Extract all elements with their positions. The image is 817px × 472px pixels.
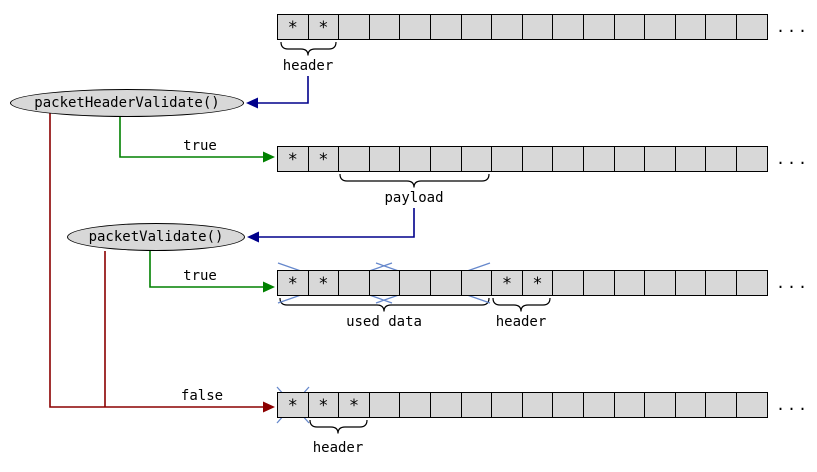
byte-cell xyxy=(429,146,462,172)
label-false: false xyxy=(180,388,224,404)
byte-cell xyxy=(613,14,646,40)
byte-cell xyxy=(429,392,462,418)
brace-used-data-row3 xyxy=(279,297,490,312)
byte-cell xyxy=(705,392,737,418)
byte-cell xyxy=(705,270,737,296)
byte-cell xyxy=(368,392,401,418)
byte-cell: * xyxy=(307,146,340,172)
byte-cell xyxy=(674,146,707,172)
label-payload-row2: payload xyxy=(384,190,444,206)
byte-cell xyxy=(552,14,584,40)
arrowhead-right-icon xyxy=(263,151,275,163)
byte-cell xyxy=(460,14,493,40)
ellipsis: ... xyxy=(776,274,810,292)
byte-cell xyxy=(460,270,493,296)
validator-packet-validate: packetValidate() xyxy=(67,223,245,251)
brace-header-row4 xyxy=(309,419,368,434)
byte-cell xyxy=(705,146,737,172)
byte-cell xyxy=(644,14,676,40)
edge-payload-to-packet-validator xyxy=(259,208,415,238)
byte-cell xyxy=(521,392,554,418)
byte-cell xyxy=(491,392,523,418)
byte-cell xyxy=(552,270,584,296)
brace-payload-row2 xyxy=(339,173,490,188)
ellipsis: ... xyxy=(776,18,810,36)
label-header-row1: header xyxy=(282,58,334,74)
byte-cell xyxy=(460,392,493,418)
byte-cell: * xyxy=(277,146,309,172)
byte-cell xyxy=(399,392,431,418)
byte-cell: * xyxy=(491,270,523,296)
byte-cell xyxy=(552,146,584,172)
byte-cell xyxy=(644,146,676,172)
label-header-row4: header xyxy=(312,440,364,456)
byte-cell xyxy=(491,14,523,40)
byte-cell xyxy=(582,14,615,40)
byte-cell xyxy=(613,392,646,418)
byte-cell xyxy=(368,146,401,172)
ellipsis: ... xyxy=(776,150,810,168)
label-true-2: true xyxy=(183,268,217,284)
brace-header-row3 xyxy=(492,297,551,312)
validator-label: packetHeaderValidate() xyxy=(34,95,220,111)
byte-cell xyxy=(399,146,431,172)
arrowhead-right-icon xyxy=(263,281,275,293)
byte-cell xyxy=(338,270,370,296)
byte-cell xyxy=(705,14,737,40)
edge-header-to-header-validator xyxy=(258,76,309,104)
byte-cell xyxy=(582,270,615,296)
packet-row-3: **** xyxy=(277,270,768,296)
packet-row-2: ** xyxy=(277,146,768,172)
arrowhead-left-icon xyxy=(247,231,259,243)
validator-label: packetValidate() xyxy=(88,229,224,245)
edge-false-to-row4 xyxy=(49,113,263,408)
byte-cell xyxy=(735,270,768,296)
byte-cell xyxy=(674,270,707,296)
byte-cell xyxy=(521,14,554,40)
byte-cell: * xyxy=(521,270,554,296)
byte-cell xyxy=(582,146,615,172)
byte-cell: * xyxy=(338,392,370,418)
byte-cell xyxy=(399,270,431,296)
byte-cell xyxy=(460,146,493,172)
byte-cell: * xyxy=(307,392,340,418)
byte-cell xyxy=(338,14,370,40)
arrowhead-right-icon xyxy=(263,401,275,413)
byte-cell xyxy=(491,146,523,172)
byte-cell xyxy=(613,270,646,296)
byte-cell xyxy=(552,392,584,418)
byte-cell xyxy=(429,14,462,40)
byte-cell xyxy=(644,392,676,418)
byte-cell: * xyxy=(277,270,309,296)
byte-cell: * xyxy=(307,270,340,296)
byte-cell: * xyxy=(277,392,309,418)
label-true-1: true xyxy=(183,138,217,154)
packet-row-4: *** xyxy=(277,392,768,418)
byte-cell xyxy=(582,392,615,418)
byte-cell xyxy=(521,146,554,172)
byte-cell: * xyxy=(307,14,340,40)
byte-cell: * xyxy=(277,14,309,40)
byte-cell xyxy=(368,14,401,40)
byte-cell xyxy=(429,270,462,296)
label-used-data-row3: used data xyxy=(346,314,422,330)
byte-cell xyxy=(735,392,768,418)
byte-cell xyxy=(674,14,707,40)
ellipsis: ... xyxy=(776,396,810,414)
packet-row-1: ** xyxy=(277,14,768,40)
byte-cell xyxy=(644,270,676,296)
byte-cell xyxy=(338,146,370,172)
arrowhead-left-icon xyxy=(246,97,258,109)
byte-cell xyxy=(674,392,707,418)
byte-cell xyxy=(399,14,431,40)
label-header-row3: header xyxy=(495,314,547,330)
byte-cell xyxy=(735,146,768,172)
validator-packet-header-validate: packetHeaderValidate() xyxy=(10,89,244,117)
byte-cell xyxy=(613,146,646,172)
byte-cell xyxy=(735,14,768,40)
byte-cell xyxy=(368,270,401,296)
brace-header-row1 xyxy=(280,41,337,56)
